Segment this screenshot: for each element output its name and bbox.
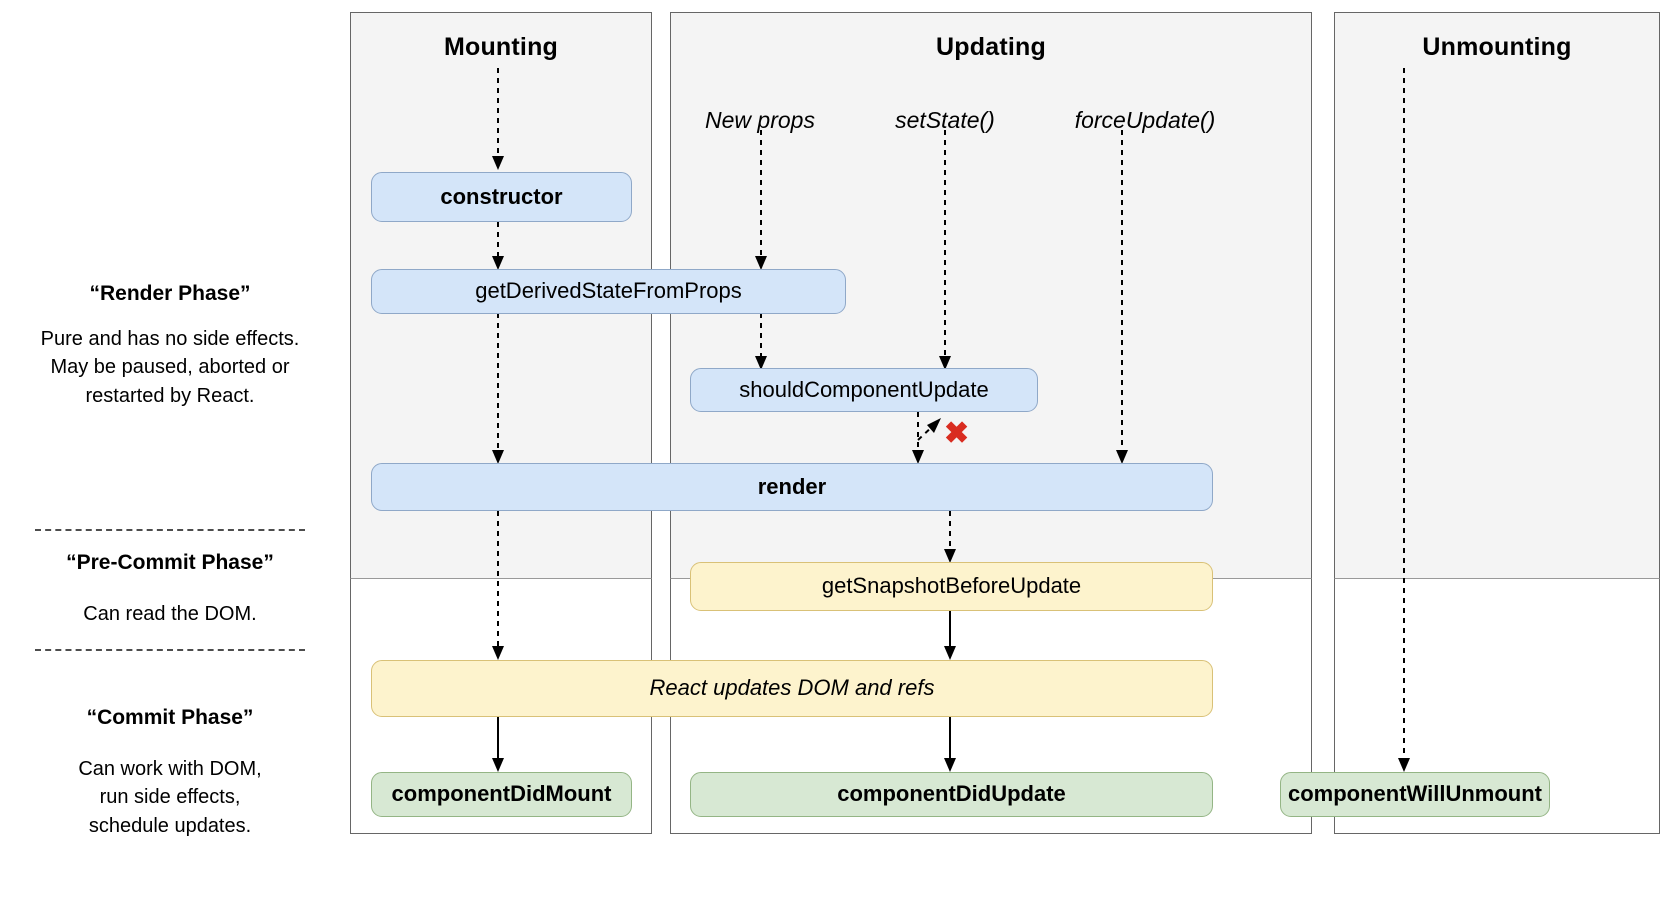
phase-body-pre-commit: Can read the DOM. — [83, 603, 257, 625]
node-component-will-unmount[interactable]: componentWillUnmount — [1280, 772, 1550, 817]
node-should-component-update[interactable]: shouldComponentUpdate — [690, 368, 1038, 412]
trigger-new-props: New props — [705, 107, 815, 133]
node-constructor[interactable]: constructor — [371, 172, 632, 222]
node-render[interactable]: render — [371, 463, 1213, 511]
node-component-did-mount[interactable]: componentDidMount — [371, 772, 632, 817]
should-component-update-false-icon: ✖ — [944, 417, 970, 450]
trigger-force-update: forceUpdate() — [1074, 107, 1216, 133]
column-title-updating: Updating — [936, 33, 1046, 61]
node-component-did-update[interactable]: componentDidUpdate — [690, 772, 1213, 817]
trigger-set-state: setState() — [895, 107, 995, 133]
phase-divider-bottom — [35, 649, 305, 651]
node-react-updates-dom-and-refs[interactable]: React updates DOM and refs — [371, 660, 1213, 717]
render-phase-shade-unmounting — [1334, 12, 1660, 579]
phase-body-commit: Can work with DOM, run side effects, sch… — [78, 758, 262, 837]
phase-title-commit: “Commit Phase” — [86, 706, 254, 729]
column-title-mounting: Mounting — [443, 33, 559, 61]
column-title-unmounting: Unmounting — [1422, 33, 1572, 61]
node-get-derived-state-from-props[interactable]: getDerivedStateFromProps — [371, 269, 846, 314]
node-get-snapshot-before-update[interactable]: getSnapshotBeforeUpdate — [690, 562, 1213, 611]
phase-title-pre-commit: “Pre-Commit Phase” — [66, 551, 274, 574]
phase-divider-top — [35, 529, 305, 531]
phase-title-render: “Render Phase” — [89, 282, 251, 305]
phase-body-render: Pure and has no side effects. May be pau… — [40, 328, 300, 407]
